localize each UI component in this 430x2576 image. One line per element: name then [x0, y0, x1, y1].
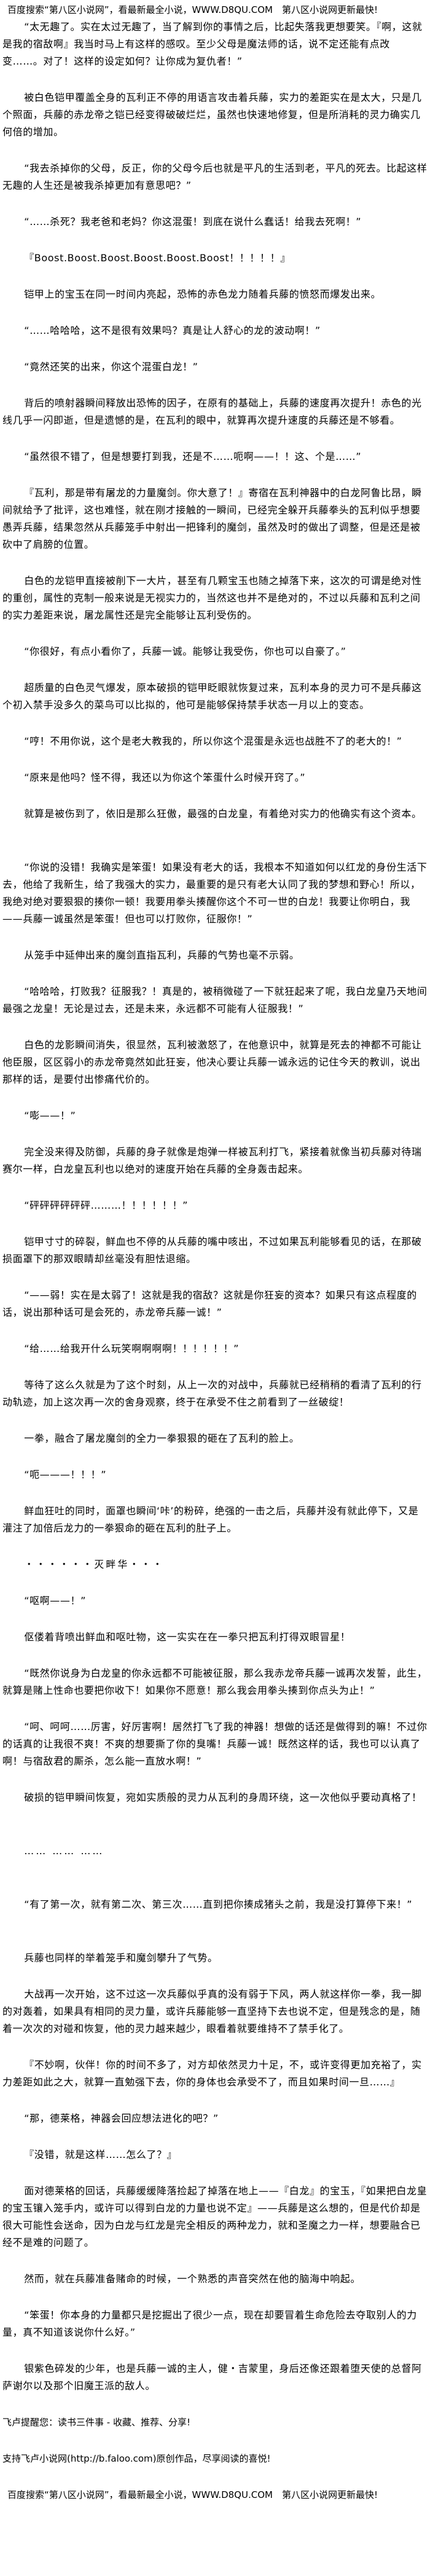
paragraph: “虽然很不错了，但是想要打到我，还是不……呃啊——！！这、个是……” — [24, 451, 362, 462]
paragraph: “竟然还笑的出来，你这个混蛋白龙！” — [24, 361, 198, 373]
paragraph: “你很好，有点小看你了，兵藤一诚。能够让我受伤，你也可以自豪了。” — [24, 646, 346, 657]
paragraph: 超质量的白色灵气爆发，原本破损的铠甲眨眼就恢复过来，瓦利本身的灵力可不是兵藤这个… — [2, 682, 422, 711]
paragraph: “既然你说身为白龙皇的你永远都不可能被征服，那么我赤龙帝兵藤一诚再次发誓，此生，… — [2, 1667, 428, 1696]
paragraph: 『不妙啊，伙伴！你的时间不多了，对方却依然灵力十足，不，或许变得更加充裕了，实力… — [2, 2059, 422, 2088]
paragraph: ・・・・・・灭畔华・・・ — [24, 1559, 165, 1570]
faloo-support-line: 支持飞卢小说网(http://b.faloo.com)原创作品，尽享阅读的喜悦! — [2, 2453, 271, 2464]
paragraph: 大战再一次开始，这不过这一次兵藤似乎真的没有弱于下风，两人就这样你一拳，我一脚的… — [2, 1988, 422, 2034]
paragraph: “太无趣了。实在太过无趣了，当了解到你的事情之后，比起失落我更想要笑。『啊，这就… — [2, 21, 423, 67]
paragraph: “呵、呵呵……厉害，好厉害啊！居然打飞了我的神器！想做的话还是做得到的嘛！不过你… — [2, 1721, 428, 1767]
paragraph: “呃———！！！” — [24, 1469, 107, 1480]
paragraph: 兵藤也同样的举着笼手和魔剑攀升了气势。 — [24, 1952, 218, 1964]
paragraph: 完全没来得及防御，兵藤的身子就像是炮弹一样被瓦利打飞，紧接着就像当初兵藤对待瑞赛… — [2, 1146, 422, 1175]
paragraph: “我去杀掉你的父母，反正，你的父母今后也就是平凡的生活到老，平凡的死去。比起这样… — [2, 162, 428, 191]
faloo-reminder: 飞卢提醒您：读书三件事 - 收藏、推荐、分享! — [2, 2417, 190, 2428]
footer-banner: 百度搜索“第八区小说网”，看最新最全小说，WWW.D8QU.COM 第八区小说网… — [7, 2489, 378, 2500]
paragraph: “……哈哈哈，这不是很有效果吗？真是让人舒心的龙的波动啊！” — [24, 325, 321, 336]
paragraph: 背后的喷射器瞬间释放出恐怖的因子，在原有的基础上，兵藤的速度再次提升！赤色的光线… — [2, 397, 422, 426]
paragraph: “——弱！实在是太弱了！这就是我的宿敌？这就是你狂妄的资本？如果只有这点程度的话… — [2, 1289, 417, 1318]
header-banner: 百度搜索“第八区小说网”，看最新最全小说，WWW.D8QU.COM 第八区小说网… — [7, 4, 378, 15]
paragraph: “砰砰砰砰砰砰………！！！！！！” — [24, 1199, 188, 1211]
paragraph: 就算是被伤到了，依旧是那么狂傲，最强的白龙皇，有着绝对实力的他确实有这个资本。 — [24, 808, 422, 820]
paragraph: 鲜血狂吐的同时，面罩也瞬间‘咔’的粉碎，绝强的一击之后，兵藤并没有就此停下，又是… — [2, 1505, 419, 1534]
paragraph: 『瓦利，那是带有屠龙的力量魔剑。你大意了！』寄宿在瓦利神器中的白龙阿鲁比昂，瞬间… — [2, 487, 422, 550]
chapter-content: “太无趣了。实在太过无趣了，当了解到你的事情之后，比起失落我更想要笑。『啊，这就… — [2, 18, 428, 2395]
paragraph: “……杀死？我老爸和老妈？你这混蛋！到底在说什么蠢话！给我去死啊！” — [24, 216, 362, 227]
paragraph: 面对德莱格的回话，兵藤缓缓降落捡起了掉落在地上——『白龙』的宝玉，『如果把白龙皇… — [2, 2185, 428, 2248]
paragraph: “哼！不用你说，这个是老大教我的，所以你这个混蛋是永远也战胜不了的老大的！” — [24, 735, 402, 747]
paragraph: 被白色铠甲覆盖全身的瓦利正不停的用语言攻击着兵藤，实力的差距实在是太大，只是几个… — [2, 92, 422, 138]
paragraph: 一拳，融合了屠龙魔剑的全力一拳狠狠的砸在了瓦利的脸上。 — [24, 1432, 300, 1444]
novel-page: 百度搜索“第八区小说网”，看最新最全小说，WWW.D8QU.COM 第八区小说网… — [2, 4, 428, 2500]
paragraph: “哈哈哈，打败我？征服我？！真是的，被稍微碰了一下就狂起来了呢，我白龙皇乃天地间… — [2, 986, 428, 1014]
paragraph: 铠甲寸寸的碎裂，鲜血也不停的从兵藤的嘴中咳出，不过如果瓦利能够看见的话，在那破损… — [2, 1236, 422, 1265]
paragraph: 『Boost.Boost.Boost.Boost.Boost.Boost！！！！… — [24, 252, 291, 264]
paragraph: 破损的铠甲瞬间恢复，宛如实质般的灵力从瓦利的身周环绕，这一次他似乎要动真格了！ — [24, 1792, 422, 1803]
paragraph: “嘭——！” — [24, 1110, 76, 1121]
paragraph: 银紫色碎发的少年，也是兵藤一诚的主人，健・吉蒙里，身后还像还跟着堕天使的总督阿萨… — [2, 2363, 422, 2392]
paragraph: 白色的龙铠甲直接被削下一大片，甚至有几颗宝玉也随之掉落下来，这次的可谓是绝对性的… — [2, 575, 422, 621]
paragraph: “笨蛋！你本身的力量都只是挖掘出了很少一点，现在却要冒着生命危险去夺取别人的力量… — [2, 2309, 417, 2338]
paragraph: “你说的没错！我确实是笨蛋！如果没有老大的话，我根本不知道如何以红龙的身份生活下… — [2, 861, 428, 925]
paragraph: 白色的龙影瞬间消失，很显然，瓦利被激怒了，在他意识中，就算是死去的神都不可能让他… — [2, 1039, 422, 1085]
paragraph: 铠甲上的宝玉在同一时间内亮起，恐怖的赤色龙力随着兵藤的愤怒而爆发出来。 — [24, 288, 381, 300]
paragraph: 『没错，就是这样……怎么了？』 — [24, 2149, 178, 2160]
paragraph: 等待了这么久就是为了这个时刻，从上一次的对战中，兵藤就已经稍稍的看清了瓦利的行动… — [2, 1379, 422, 1408]
paragraph: 从笼手中延伸出来的魔剑直指瓦利，兵藤的气势也毫不示弱。 — [24, 949, 300, 961]
paragraph: …… …… …… — [24, 1845, 104, 1857]
paragraph: 然而，就在兵藤准备赌命的时候，一个熟悉的声音突然在他的脑海中响起。 — [24, 2273, 361, 2285]
paragraph: “那，德莱格，神器会回应想法进化的吧？” — [24, 2112, 219, 2124]
paragraph: “原来是他吗？怪不得，我还以为你这个笨蛋什么时候开窍了。” — [24, 772, 306, 783]
paragraph: “呕啊——！” — [24, 1595, 86, 1606]
paragraph: 伛偻着背喷出鲜血和呕吐物，这一实实在在一拳只把瓦利打得双眼冒星！ — [24, 1631, 351, 1643]
paragraph: “有了第一次，就有第二次、第三次……直到把你揍成猪头之前，我是没打算停下来！” — [24, 1898, 413, 1910]
paragraph: “给……给我开什么玩笑啊啊啊啊！！！！！！” — [24, 1343, 239, 1354]
